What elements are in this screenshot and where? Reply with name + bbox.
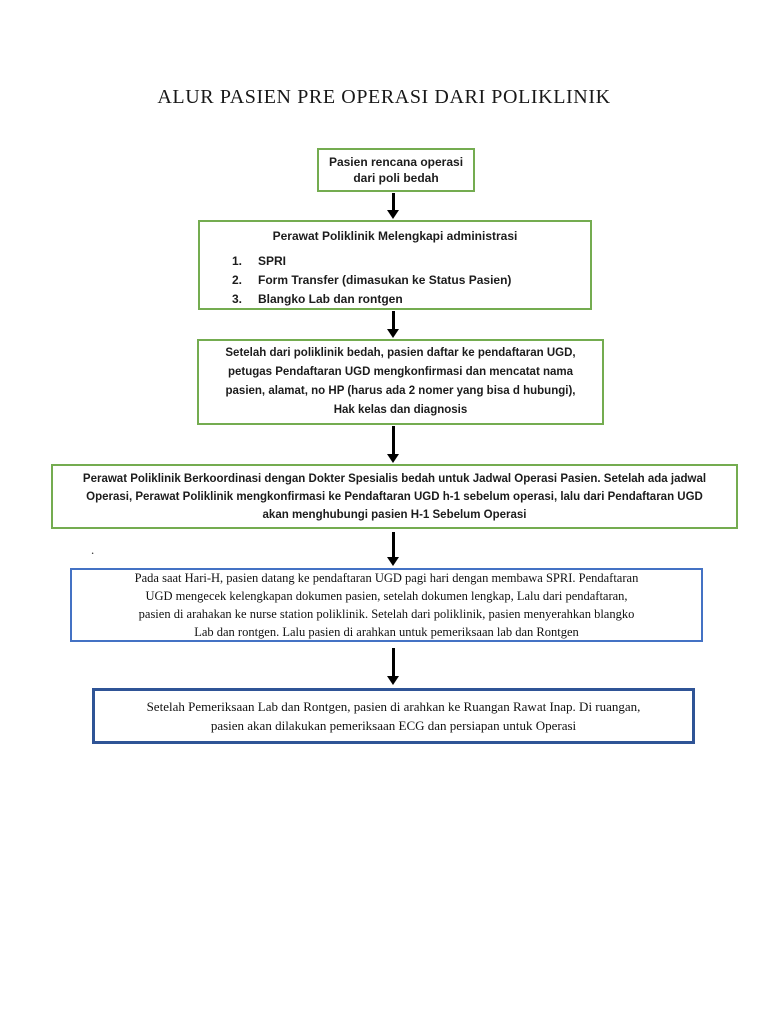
flow-box-day-h-text: Pada saat Hari-H, pasien datang ke penda… (134, 571, 639, 639)
arrow-stem (392, 532, 395, 559)
arrow-stem (392, 193, 395, 212)
arrow-stem (392, 311, 395, 331)
flow-box-admin-heading: Perawat Poliklinik Melengkapi administra… (272, 229, 518, 243)
flow-arrow-down-5 (387, 648, 400, 685)
flow-box-ward-text: Setelah Pemeriksaan Lab dan Rontgen, pas… (146, 699, 641, 733)
item-number: 2. (232, 273, 243, 287)
flow-arrow-down-4 (387, 532, 400, 566)
item-number: 1. (232, 254, 243, 268)
flow-box-ugd-registration: Setelah dari poliklinik bedah, pasien da… (197, 339, 604, 425)
arrow-head-icon (387, 329, 399, 338)
item-label: Blangko Lab dan rontgen (258, 292, 403, 306)
flow-box-coordination: Perawat Poliklinik Berkoordinasi dengan … (51, 464, 738, 529)
arrow-stem (392, 426, 395, 456)
item-label: SPRI (258, 254, 287, 268)
arrow-head-icon (387, 676, 399, 685)
flow-box-coordination-text: Perawat Poliklinik Berkoordinasi dengan … (82, 472, 707, 521)
admin-checklist-item: 3. Blangko Lab dan rontgen (200, 290, 590, 309)
flow-arrow-down-2 (387, 311, 400, 338)
flow-box-ugd-text: Setelah dari poliklinik bedah, pasien da… (225, 347, 576, 416)
admin-checklist-item: 1. SPRI (200, 252, 590, 271)
item-number: 3. (232, 292, 243, 306)
stray-period-mark: . (91, 542, 95, 557)
flow-box-start: Pasien rencana operasi dari poli bedah (317, 148, 475, 192)
flow-box-admin: Perawat Poliklinik Melengkapi administra… (198, 220, 592, 310)
admin-checklist-item: 2. Form Transfer (dimasukan ke Status Pa… (200, 271, 590, 290)
flow-arrow-down-1 (387, 193, 400, 219)
arrow-head-icon (387, 454, 399, 463)
flow-box-ward: Setelah Pemeriksaan Lab dan Rontgen, pas… (92, 688, 695, 744)
flow-box-start-text: Pasien rencana operasi dari poli bedah (328, 155, 464, 185)
flow-arrow-down-3 (387, 426, 400, 463)
arrow-stem (392, 648, 395, 678)
arrow-head-icon (387, 210, 399, 219)
flow-box-day-h: Pada saat Hari-H, pasien datang ke penda… (70, 568, 703, 642)
page-title: ALUR PASIEN PRE OPERASI DARI POLIKLINIK (157, 86, 611, 108)
item-label: Form Transfer (dimasukan ke Status Pasie… (258, 273, 512, 287)
arrow-head-icon (387, 557, 399, 566)
admin-checklist: 1. SPRI 2. Form Transfer (dimasukan ke S… (200, 252, 590, 309)
